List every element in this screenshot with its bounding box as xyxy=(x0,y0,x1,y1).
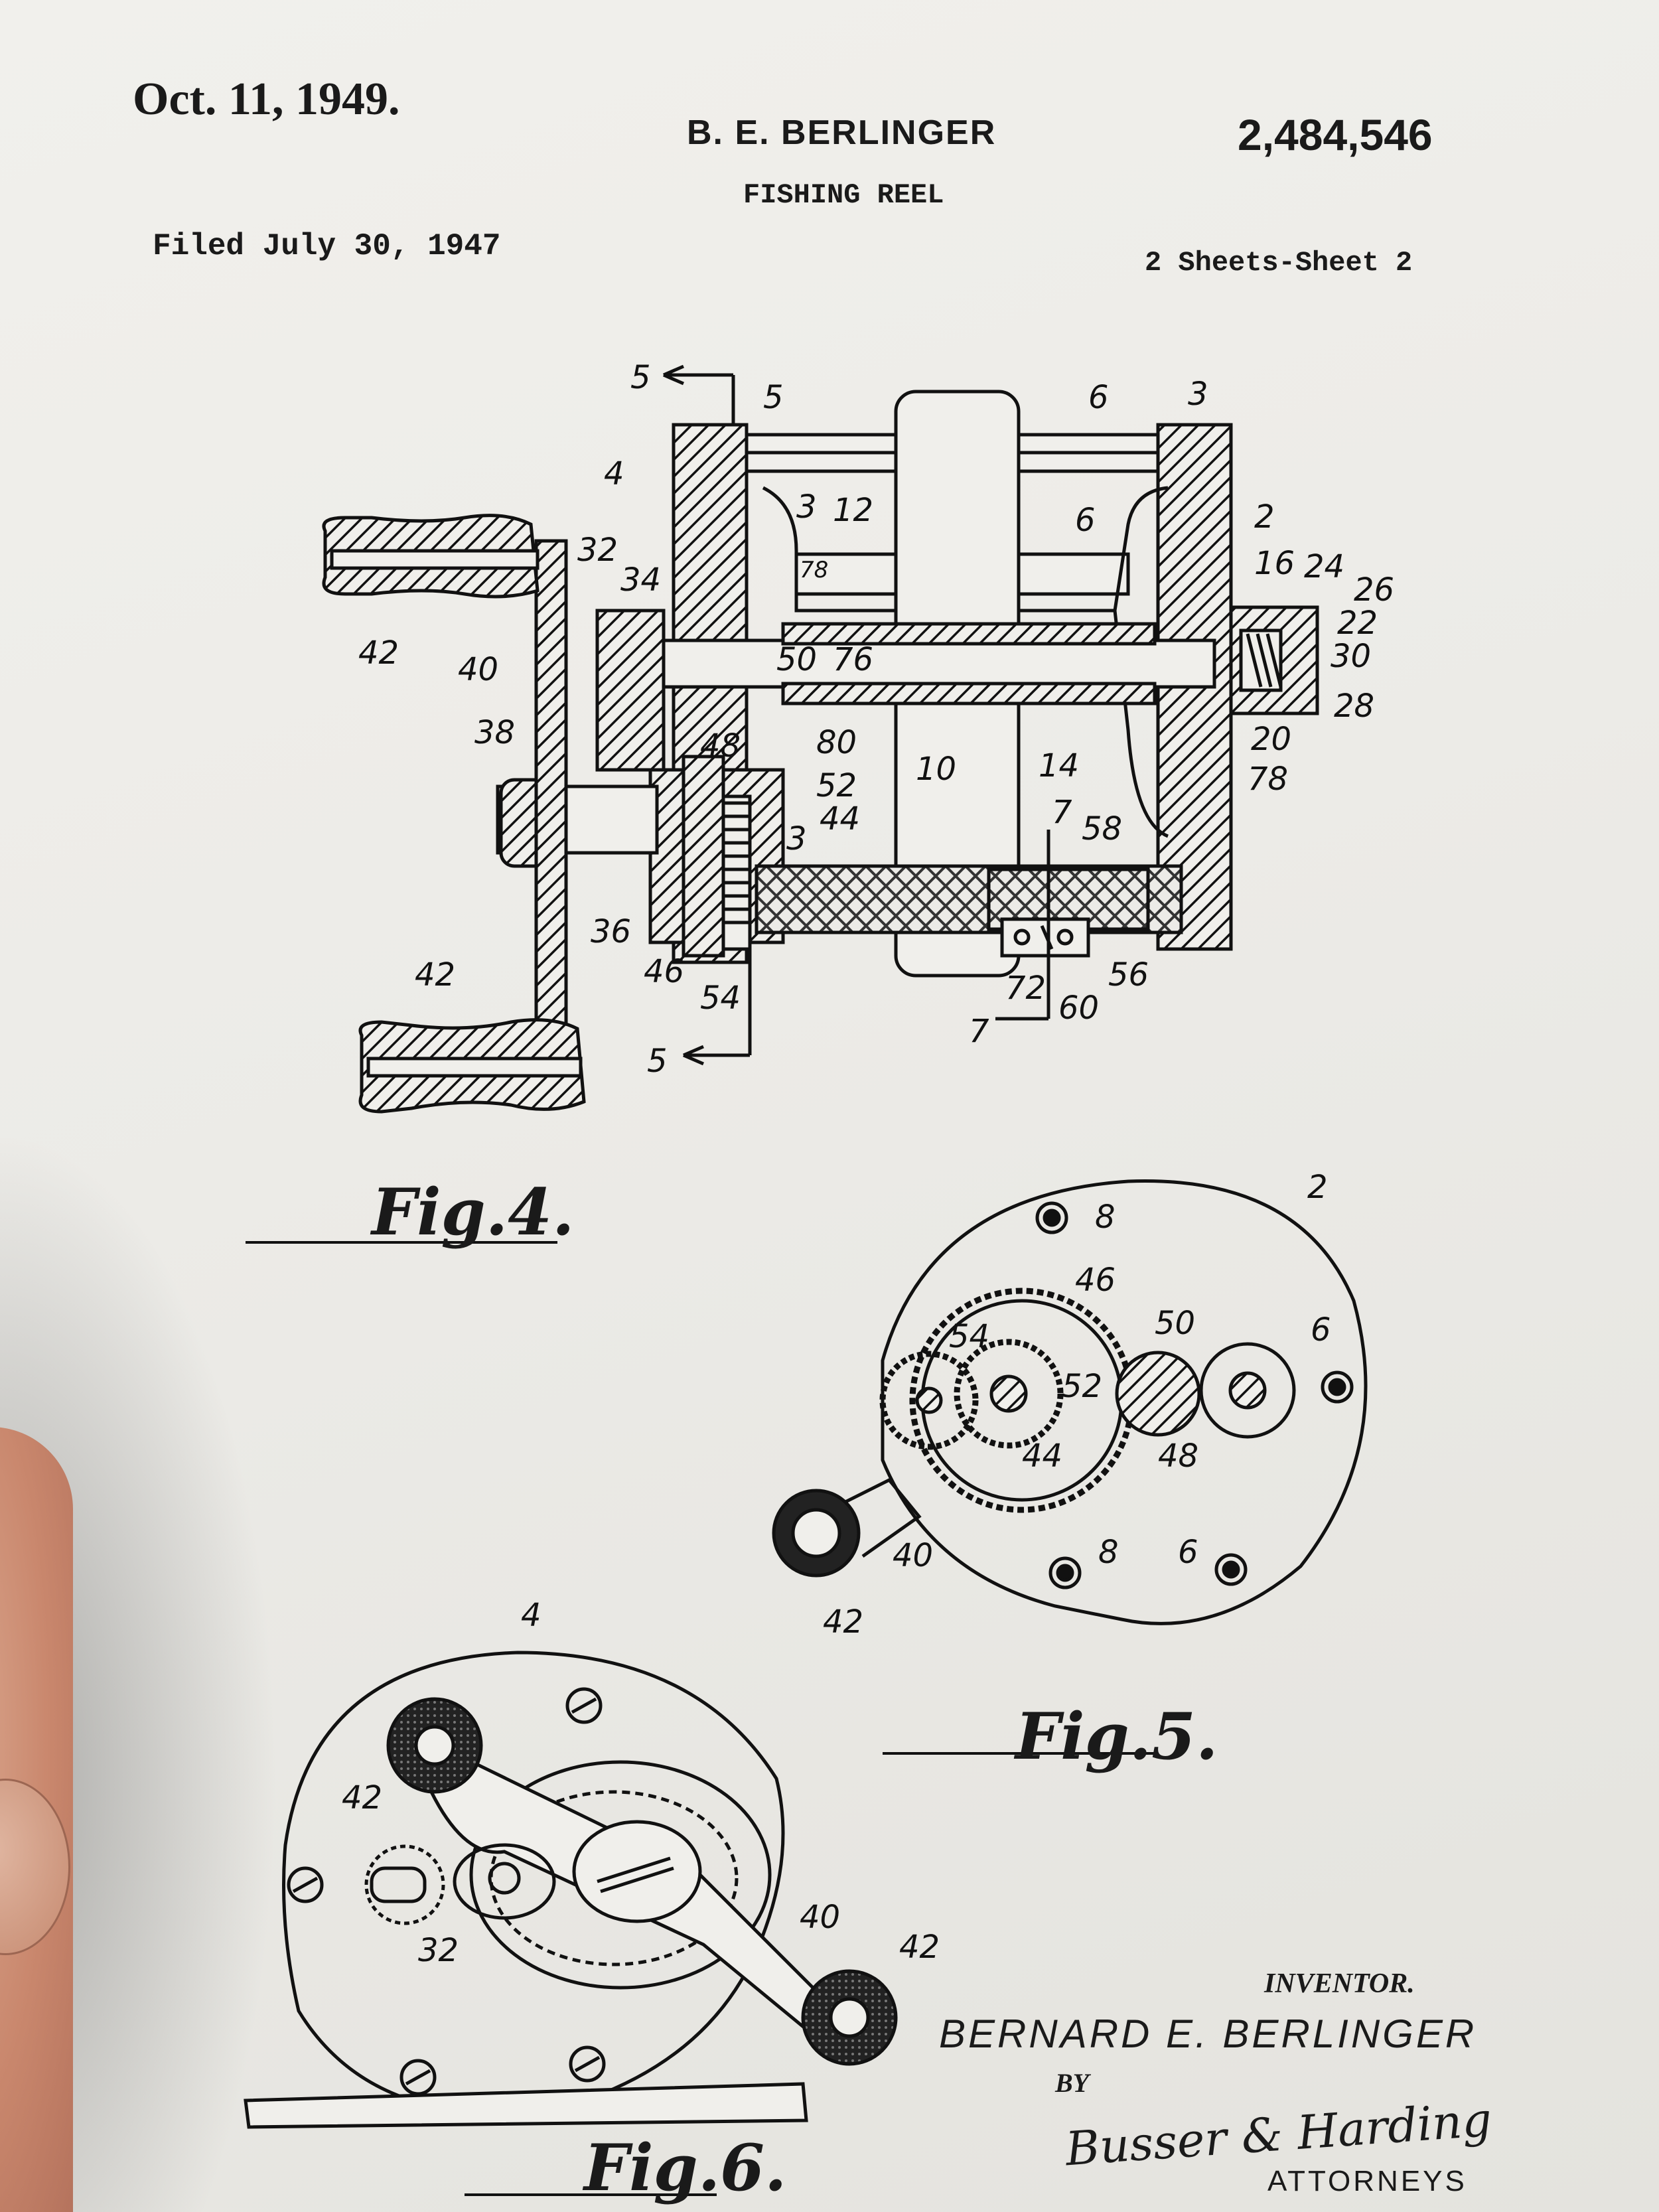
filed-date: Filed July 30, 1947 xyxy=(153,229,501,263)
svg-text:42: 42 xyxy=(358,634,399,672)
svg-text:34: 34 xyxy=(620,561,661,599)
svg-text:38: 38 xyxy=(474,714,515,751)
svg-text:48: 48 xyxy=(1158,1438,1198,1475)
fig4-drawing xyxy=(322,364,1319,1114)
fig4-labels: 5 5 6 3 4 3 12 6 2 16 24 26 22 30 28 20 … xyxy=(358,359,1394,1080)
svg-text:8: 8 xyxy=(1095,1199,1116,1236)
svg-text:52: 52 xyxy=(816,767,857,804)
svg-text:40: 40 xyxy=(893,1537,933,1574)
svg-text:20: 20 xyxy=(1251,721,1291,758)
svg-text:4: 4 xyxy=(521,1597,541,1634)
svg-text:32: 32 xyxy=(577,532,618,569)
svg-text:80: 80 xyxy=(816,724,857,761)
svg-text:10: 10 xyxy=(916,751,956,788)
svg-text:22: 22 xyxy=(1337,605,1378,642)
svg-text:44: 44 xyxy=(820,800,860,838)
fig6-drawing xyxy=(244,1651,898,2129)
svg-text:76: 76 xyxy=(833,641,873,678)
svg-text:5: 5 xyxy=(763,379,784,416)
svg-text:36: 36 xyxy=(591,913,631,950)
svg-text:50: 50 xyxy=(776,641,817,678)
svg-text:42: 42 xyxy=(899,1929,940,1966)
svg-text:3: 3 xyxy=(796,488,817,526)
inventor-label: INVENTOR. xyxy=(1264,1968,1415,1999)
svg-text:60: 60 xyxy=(1058,990,1099,1027)
inventor-header: B. E. BERLINGER xyxy=(687,113,997,152)
svg-text:40: 40 xyxy=(458,651,498,688)
svg-text:54: 54 xyxy=(700,980,741,1017)
svg-text:42: 42 xyxy=(342,1779,382,1816)
svg-text:54: 54 xyxy=(949,1318,989,1355)
svg-text:46: 46 xyxy=(644,953,684,990)
svg-text:14: 14 xyxy=(1039,747,1079,784)
svg-text:72: 72 xyxy=(1005,970,1046,1007)
svg-text:8: 8 xyxy=(1098,1534,1119,1571)
svg-text:24: 24 xyxy=(1304,548,1344,585)
svg-text:3: 3 xyxy=(786,820,807,857)
svg-text:2: 2 xyxy=(1307,1169,1328,1206)
patent-title: FISHING REEL xyxy=(743,179,944,211)
svg-text:5: 5 xyxy=(647,1043,668,1080)
fig4-caption: Fig.4. xyxy=(372,1175,575,1250)
svg-text:12: 12 xyxy=(833,492,873,529)
fig5-underline xyxy=(883,1752,1155,1755)
fig5-drawing xyxy=(772,1179,1368,1625)
by-label: BY xyxy=(1055,2068,1090,2098)
fig4-underline xyxy=(246,1241,557,1244)
fig5-labels: 2 8 46 50 54 52 6 44 48 40 8 6 42 xyxy=(823,1169,1331,1641)
svg-text:48: 48 xyxy=(700,727,741,765)
svg-text:42: 42 xyxy=(415,956,455,994)
svg-text:6: 6 xyxy=(1311,1311,1331,1349)
svg-text:6: 6 xyxy=(1075,502,1096,539)
svg-text:6: 6 xyxy=(1088,379,1109,416)
fig6-labels: 4 42 32 40 42 xyxy=(342,1597,940,1969)
sheet-count: 2 Sheets-Sheet 2 xyxy=(1145,247,1413,279)
svg-text:56: 56 xyxy=(1108,956,1149,994)
svg-text:2: 2 xyxy=(1254,498,1275,536)
svg-text:30: 30 xyxy=(1331,638,1371,675)
svg-text:3: 3 xyxy=(1188,376,1208,413)
svg-text:42: 42 xyxy=(823,1603,863,1641)
svg-text:7: 7 xyxy=(969,1013,989,1050)
svg-text:28: 28 xyxy=(1334,688,1374,725)
svg-text:44: 44 xyxy=(1022,1438,1062,1475)
patent-number: 2,484,546 xyxy=(1238,110,1433,159)
patent-date: Oct. 11, 1949. xyxy=(133,74,400,125)
svg-text:78: 78 xyxy=(800,557,828,583)
fig6-underline xyxy=(465,2193,717,2196)
fig6-caption: Fig.6. xyxy=(584,2130,787,2205)
svg-text:4: 4 xyxy=(604,455,624,492)
svg-text:32: 32 xyxy=(418,1932,459,1969)
svg-text:46: 46 xyxy=(1075,1262,1116,1299)
svg-text:78: 78 xyxy=(1248,761,1288,798)
svg-text:16: 16 xyxy=(1254,545,1295,582)
svg-text:5: 5 xyxy=(630,359,651,396)
attorneys-label: ATTORNEYS xyxy=(1267,2165,1467,2197)
svg-text:7: 7 xyxy=(1052,794,1072,831)
svg-text:40: 40 xyxy=(800,1899,840,1936)
inventor-full-name: BERNARD E. BERLINGER xyxy=(939,2012,1477,2056)
fig5-caption: Fig.5. xyxy=(1015,1699,1218,1774)
svg-text:26: 26 xyxy=(1354,571,1394,609)
svg-text:50: 50 xyxy=(1155,1305,1195,1342)
svg-text:52: 52 xyxy=(1062,1368,1102,1405)
svg-text:58: 58 xyxy=(1082,810,1122,848)
svg-text:6: 6 xyxy=(1178,1534,1198,1571)
